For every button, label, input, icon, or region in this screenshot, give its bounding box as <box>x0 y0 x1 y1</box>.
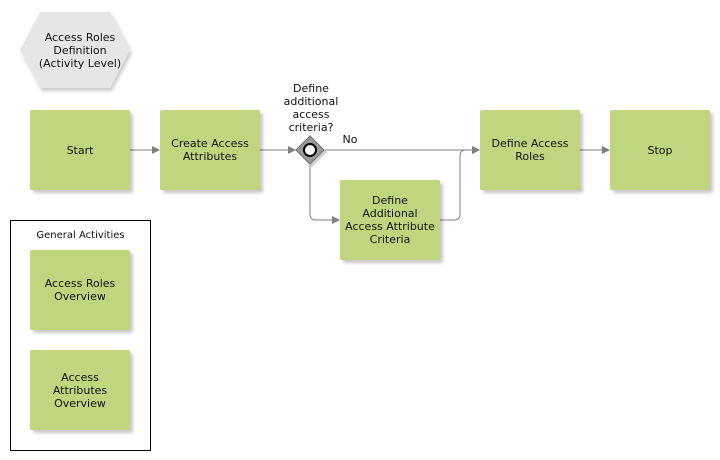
gateway-question-label: Define additional access criteria? <box>283 82 339 134</box>
gateway-no-label: No <box>342 133 358 146</box>
define-access-roles-activity[interactable]: Define Access Roles <box>480 110 580 190</box>
gateway-diamond <box>295 135 327 167</box>
connector-gateway-to-additional <box>309 165 340 224</box>
stop-activity[interactable]: Stop <box>610 110 710 190</box>
access-attributes-overview-activity[interactable]: Access Attributes Overview <box>30 350 130 430</box>
header-event-label: Access Roles Definition (Activity Level) <box>38 30 122 70</box>
access-roles-overview-activity[interactable]: Access Roles Overview <box>30 250 130 330</box>
connector-additional-to-define-roles <box>440 146 480 221</box>
header-hexagon-shape <box>20 12 130 88</box>
create-access-attributes-activity[interactable]: Create Access Attributes <box>160 110 260 190</box>
start-activity[interactable]: Start <box>30 110 130 190</box>
define-additional-criteria-activity[interactable]: Define Additional Access Attribute Crite… <box>340 180 440 260</box>
general-activities-title: General Activities <box>36 230 125 241</box>
